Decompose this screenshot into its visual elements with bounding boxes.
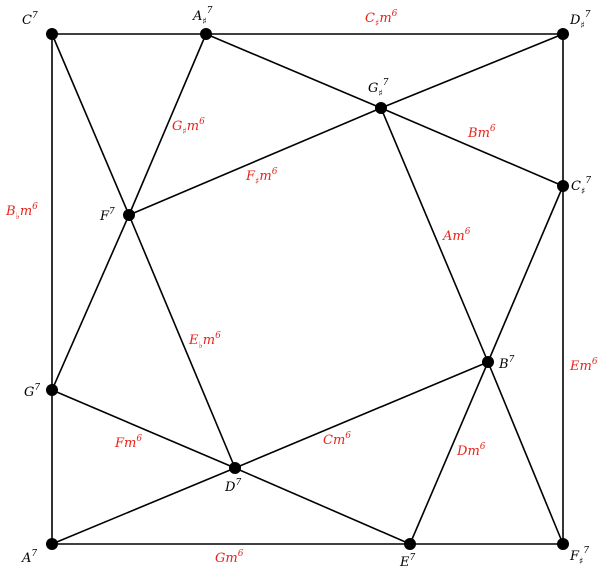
edge-label-Gs-B: Am6: [442, 227, 471, 244]
node-As: [200, 28, 212, 40]
edge-label-F-D: E♭m6: [188, 331, 221, 351]
edge-Gs-Cs: [380, 107, 564, 187]
edge-label-F-Gs: F♯m6: [245, 167, 278, 187]
edge-label-Gs-Cs: Bm6: [467, 124, 496, 141]
node-label-As: A♯7: [192, 6, 213, 27]
edge-As-F: [128, 33, 207, 216]
edge-Gs-B: [380, 107, 489, 363]
edge-D-B: [234, 361, 489, 469]
edge-Cs-B: [487, 185, 564, 363]
nodes-layer: [46, 28, 569, 550]
node-Cs: [557, 180, 569, 192]
node-label-E: E7: [399, 553, 416, 570]
edge-label-E-A: Gm6: [215, 549, 244, 566]
edge-B-Fs: [487, 361, 564, 545]
node-B: [482, 356, 494, 368]
node-A: [46, 538, 58, 550]
node-label-Gs: G♯7: [368, 78, 389, 99]
edge-F-Gs: [128, 107, 382, 216]
node-label-A: A7: [21, 549, 37, 566]
edge-Gs-Ds: [380, 33, 564, 109]
edge-A-D: [51, 467, 236, 545]
node-label-Ds: D♯7: [569, 10, 591, 31]
edge-label-B-E: Dm6: [456, 442, 486, 459]
edge-label-Cs-Fs: Em6: [569, 357, 598, 374]
node-Ds: [557, 28, 569, 40]
edge-G-D: [51, 389, 236, 469]
node-D: [229, 462, 241, 474]
edge-C-F: [51, 33, 130, 216]
edge-D-E: [234, 467, 411, 545]
edge-As-Gs: [205, 33, 382, 109]
node-label-Fs: F♯7: [569, 546, 589, 567]
node-label-B: B7: [498, 355, 515, 372]
node-Gs: [375, 102, 387, 114]
edge-label-G-D: Fm6: [114, 434, 142, 451]
node-G: [46, 384, 58, 396]
node-Fs: [557, 538, 569, 550]
node-C: [46, 28, 58, 40]
node-label-D: D7: [224, 478, 241, 495]
edge-label-D-B: Cm6: [323, 431, 351, 448]
edge-label-As-Ds: C♯m6: [365, 9, 398, 29]
edges-layer: [51, 33, 564, 545]
edge-F-G: [51, 214, 130, 391]
node-label-C: C7: [22, 11, 38, 28]
node-E: [404, 538, 416, 550]
edge-label-G-C: B♭m6: [5, 202, 38, 222]
node-label-G: G7: [24, 383, 40, 400]
node-label-F: F7: [99, 207, 115, 224]
node-F: [123, 209, 135, 221]
node-label-Cs: C♯7: [571, 176, 591, 197]
edge-label-As-F: G♯m6: [172, 117, 205, 137]
edge-F-D: [128, 214, 236, 469]
edge-B-E: [409, 361, 489, 545]
